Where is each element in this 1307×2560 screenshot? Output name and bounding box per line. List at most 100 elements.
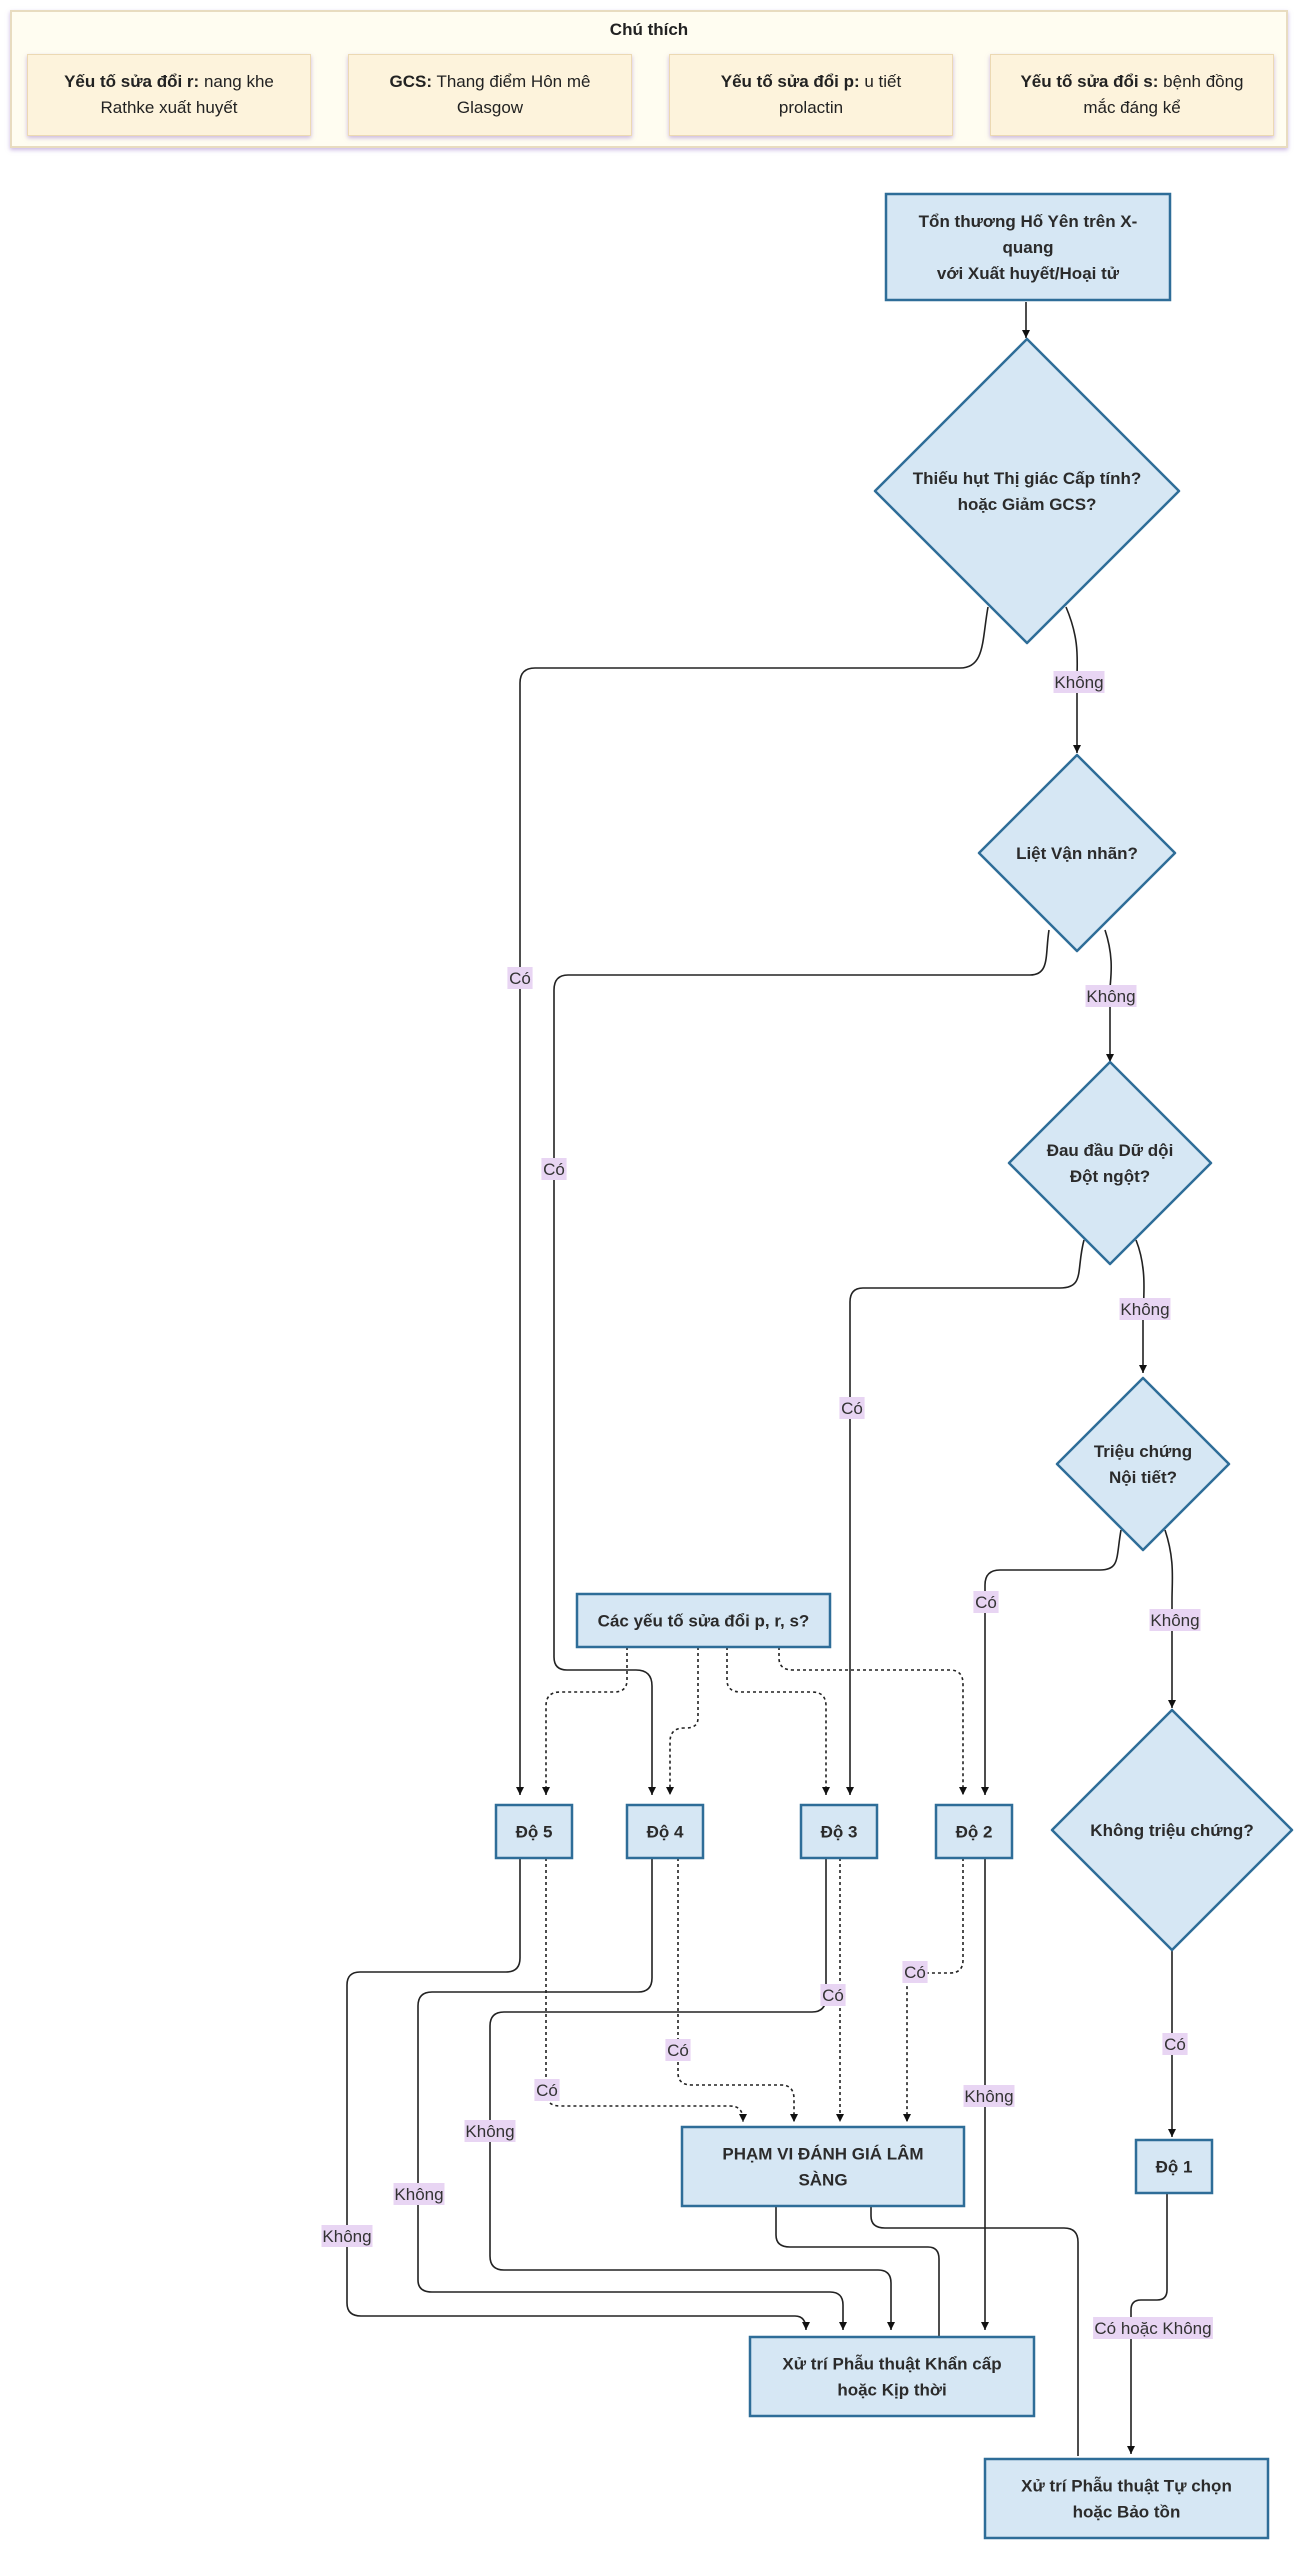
legend-item-r: Yếu tố sửa đổi r: nang khe Rathke xuất h…: [27, 54, 311, 136]
grade-4-node: [625, 1803, 705, 1860]
edge-label: Có: [904, 1963, 926, 1982]
edge-label-bg: [1053, 671, 1105, 693]
edge-grade5-clinical: [545, 1858, 747, 2122]
edge-label: Không: [1120, 1300, 1169, 1319]
question-vision: [873, 337, 1181, 645]
legend-item-gcs: GCS: Thang điểm Hôn mê Glasgow: [348, 54, 632, 136]
edge-label-bg: [665, 2039, 691, 2061]
legend-key: GCS:: [389, 72, 433, 91]
question-ophthalmoplegia-text: Liệt Vận nhãn?: [1016, 844, 1138, 863]
edge-label-bg: [1149, 1609, 1201, 1631]
edge-label: Có: [509, 969, 531, 988]
edge-label: Không: [1086, 987, 1135, 1006]
question-asymptomatic: [1050, 1708, 1294, 1952]
legend-text: Thang điểm Hôn mê Glasgow: [436, 72, 591, 117]
urgent-node-text: hoặc Kịp thời: [837, 2381, 946, 2400]
edge-label: Có: [667, 2041, 689, 2060]
edge-label-bg: [541, 1158, 567, 1180]
edge-clinical-urgent: [775, 2206, 940, 2342]
edge-endo-yes: [981, 1529, 1122, 1795]
edge-grade5-no: [346, 1858, 810, 2331]
legend-panel: Chú thích Yếu tố sửa đổi r: nang khe Rat…: [10, 10, 1288, 148]
elective-node-text: hoặc Bảo tồn: [1073, 2503, 1181, 2522]
modifiers-node: [575, 1592, 832, 1649]
question-vision-text: Thiếu hụt Thị giác Cấp tính?: [913, 469, 1142, 488]
edge-label: Có: [543, 1160, 565, 1179]
edge-label-bg: [1119, 1298, 1171, 1320]
edge-label: Không: [465, 2122, 514, 2141]
question-endocrine: [1055, 1376, 1231, 1552]
legend-item-p: Yếu tố sửa đổi p: u tiết prolactin: [669, 54, 953, 136]
question-headache-text: Đau đầu Dữ dội: [1047, 1141, 1174, 1160]
edge-grade4-clinical: [677, 1858, 798, 2122]
grade-2-node: [934, 1803, 1014, 1860]
edge-vision-yes: [516, 606, 989, 1795]
edge-label-bg: [820, 1984, 846, 2006]
edge-labels-layer: KhôngCóKhôngCóKhôngCóCóKhôngCóCóCóKhôngC…: [321, 671, 1213, 2339]
start-node-text: Tổn thương Hố Yên trên X-: [919, 212, 1138, 231]
edge-label-bg: [393, 2183, 445, 2205]
edge-label: Không: [394, 2185, 443, 2204]
legend-text: u tiết prolactin: [778, 72, 902, 117]
edge-label-bg: [321, 2225, 373, 2247]
legend-key: Yếu tố sửa đổi s:: [1020, 72, 1159, 91]
legend-title: Chú thích: [609, 20, 689, 39]
elective-node: [983, 2457, 1270, 2540]
edge-label-bg: [1162, 2033, 1188, 2055]
grade-5-node-text: Độ 5: [516, 1823, 553, 1842]
edge-label-bg: [963, 2085, 1015, 2107]
legend-key: Yếu tố sửa đổi p:: [720, 72, 860, 91]
edge-mod-grade5: [542, 1647, 628, 1795]
grade-3-node: [799, 1803, 879, 1860]
question-asymptomatic-text: Không triệu chứng?: [1090, 1821, 1253, 1840]
edge-mod-grade2: [778, 1647, 967, 1795]
modifiers-node-text: Các yếu tố sửa đổi p, r, s?: [598, 1612, 810, 1631]
edges-layer: [346, 302, 1176, 2456]
edge-label: Không: [1054, 673, 1103, 692]
legend-text: nang khe Rathke xuất huyết: [100, 72, 274, 117]
edge-clinical-elective: [870, 2206, 1079, 2456]
start-node-text: quang: [1003, 238, 1054, 257]
edge-label: Có: [975, 1593, 997, 1612]
edge-label-bg: [839, 1397, 865, 1419]
edge-label-bg: [507, 967, 533, 989]
edge-label: Không: [1150, 1611, 1199, 1630]
edge-label: Có: [841, 1399, 863, 1418]
edge-endo-no: [1164, 1529, 1176, 1708]
question-headache: [1007, 1060, 1213, 1266]
legend-key: Yếu tố sửa đổi r:: [64, 72, 200, 91]
edge-label: Có: [822, 1986, 844, 2005]
edge-grade4-no: [417, 1858, 847, 2330]
grade-5-node: [494, 1803, 574, 1860]
edge-grade1-elective: [1127, 2193, 1168, 2454]
legend-text: bệnh đồng mắc đáng kể: [1083, 72, 1244, 117]
edge-label-bg: [1093, 2317, 1213, 2339]
edge-label-bg: [534, 2079, 560, 2101]
question-ophthalmoplegia: [977, 753, 1177, 953]
question-endocrine-text: Triệu chứng: [1094, 1442, 1192, 1461]
edge-label: Có: [1164, 2035, 1186, 2054]
legend-item-s: Yếu tố sửa đổi s: bệnh đồng mắc đáng kể: [990, 54, 1274, 136]
elective-node-text: Xử trí Phẫu thuật Tự chọn: [1021, 2477, 1232, 2496]
edge-label: Không: [964, 2087, 1013, 2106]
edge-grade2-clinical: [903, 1858, 964, 2122]
edge-label: Có hoặc Không: [1094, 2319, 1211, 2338]
clinical-node: [680, 2125, 966, 2208]
edge-label-bg: [973, 1591, 999, 1613]
question-headache-text: Đột ngột?: [1070, 1167, 1150, 1186]
edge-label: Không: [322, 2227, 371, 2246]
edge-mod-grade3: [726, 1647, 830, 1795]
urgent-node: [748, 2335, 1036, 2418]
grade-3-node-text: Độ 3: [821, 1823, 858, 1842]
edge-label-bg: [1085, 985, 1137, 1007]
edge-ophth-yes: [553, 929, 1050, 1795]
edge-label-bg: [902, 1961, 928, 1983]
question-vision-text: hoặc Giảm GCS?: [958, 495, 1097, 514]
edge-label-bg: [464, 2120, 516, 2142]
clinical-node-text: PHẠM VI ĐÁNH GIÁ LÂM: [722, 2145, 923, 2164]
question-endocrine-text: Nội tiết?: [1109, 1468, 1177, 1487]
grade-1-node-text: Độ 1: [1156, 2158, 1193, 2177]
edge-headache-yes: [846, 1239, 1085, 1795]
